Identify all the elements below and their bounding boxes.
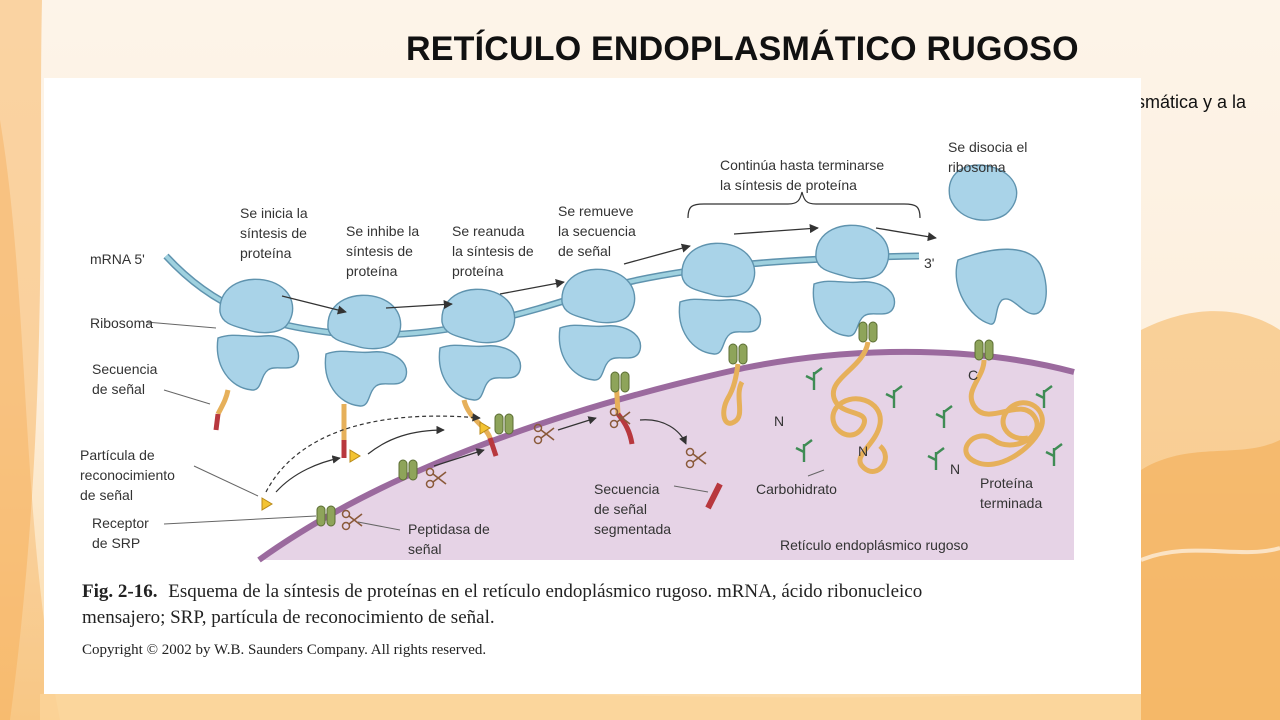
srp-receptor — [858, 321, 878, 343]
signal-sequence — [213, 413, 221, 431]
inicia-label-line2: síntesis de — [240, 225, 307, 241]
peptidasa-label-line1: Peptidasa de — [408, 521, 490, 537]
particula-label-line3: de señal — [80, 487, 133, 503]
cleaved-signal-sequence — [705, 482, 723, 510]
continua-brace — [687, 191, 921, 219]
remueve-label-line2: la secuencia — [558, 223, 636, 239]
secuencia-label-line2: de señal — [92, 381, 145, 397]
continua-label-line2: la síntesis de proteína — [720, 177, 857, 193]
segmentada-label-line2: de señal — [594, 501, 647, 517]
reanuda-label-line3: proteína — [452, 263, 504, 279]
finished-protein — [963, 359, 1045, 467]
receptor-label-line1: Receptor — [92, 515, 149, 531]
disocia-label-line1: Se disocia el — [948, 139, 1027, 155]
inicia-label-line3: proteína — [240, 245, 292, 261]
ribosome-4 — [558, 268, 642, 381]
dissociated-ribosome — [948, 164, 1047, 325]
inhibe-label-line3: proteína — [346, 263, 398, 279]
remueve-label-line1: Se remueve — [558, 203, 634, 219]
figure-caption-line2: mensajero; SRP, partícula de reconocimie… — [82, 607, 495, 628]
reanuda-label-line1: Se reanuda — [452, 223, 525, 239]
particula-label-line1: Partícula de — [80, 447, 155, 463]
mrna-label: mRNA 5' — [90, 251, 145, 267]
protein-synthesis-diagram: mRNA 5' 3' Ribosoma Secuencia de señal P… — [80, 139, 1075, 658]
slide-title: RETÍCULO ENDOPLASMÁTICO RUGOSO — [406, 30, 1079, 68]
reanuda-label-line2: la síntesis de — [452, 243, 534, 259]
secuencia-label-line1: Secuencia — [92, 361, 158, 377]
caption-lead: Fig. 2-16. — [82, 581, 157, 602]
figure-panel: mRNA 5' 3' Ribosoma Secuencia de señal P… — [44, 78, 1141, 694]
srp-particle — [261, 497, 273, 511]
copyright-notice: Copyright © 2002 by W.B. Saunders Compan… — [82, 642, 486, 658]
terminada-label-line1: Proteína — [980, 475, 1033, 491]
ribosome-3 — [438, 288, 522, 401]
continua-label-line1: Continúa hasta terminarse — [720, 157, 884, 173]
srp-receptor — [494, 413, 514, 435]
remueve-label-line3: de señal — [558, 243, 611, 259]
ribosome-5 — [678, 242, 762, 355]
ribosome-6 — [812, 224, 896, 337]
n-terminal-label: N — [774, 413, 784, 429]
ribosome-1 — [216, 278, 300, 391]
disocia-label-line2: ribosoma — [948, 159, 1006, 175]
ribosome-2 — [324, 294, 408, 407]
receptor-label-line2: de SRP — [92, 535, 140, 551]
segmentada-label-line1: Secuencia — [594, 481, 660, 497]
inhibe-label-line2: síntesis de — [346, 243, 413, 259]
three-prime-label: 3' — [924, 255, 934, 271]
inhibe-label-line1: Se inhibe la — [346, 223, 419, 239]
n-terminal-label: N — [950, 461, 960, 477]
c-terminal-label: C — [968, 367, 978, 383]
carbohidrato-label: Carbohidrato — [756, 481, 837, 497]
figure-caption-line1: Fig. 2-16. Esquema de la síntesis de pro… — [82, 581, 922, 602]
n-terminal-label: N — [858, 443, 868, 459]
particula-label-line2: reconocimiento — [80, 467, 175, 483]
terminada-label-line2: terminada — [980, 495, 1042, 511]
segmentada-label-line3: segmentada — [594, 521, 671, 537]
ribosoma-label: Ribosoma — [90, 315, 153, 331]
inicia-label-line1: Se inicia la — [240, 205, 308, 221]
er-membrane — [257, 348, 1075, 563]
srp-receptor — [728, 343, 748, 365]
reticulo-label: Retículo endoplásmico rugoso — [780, 537, 969, 553]
protein-chain — [721, 363, 745, 426]
srp-receptor — [610, 371, 630, 393]
protein-chain — [830, 341, 888, 474]
slide-body-text-fragment: smática y a la — [1136, 92, 1247, 112]
nascent-chain-1 — [215, 389, 231, 416]
caption-text: Esquema de la síntesis de proteínas en e… — [168, 581, 922, 602]
peptidasa-label-line2: señal — [408, 541, 441, 557]
